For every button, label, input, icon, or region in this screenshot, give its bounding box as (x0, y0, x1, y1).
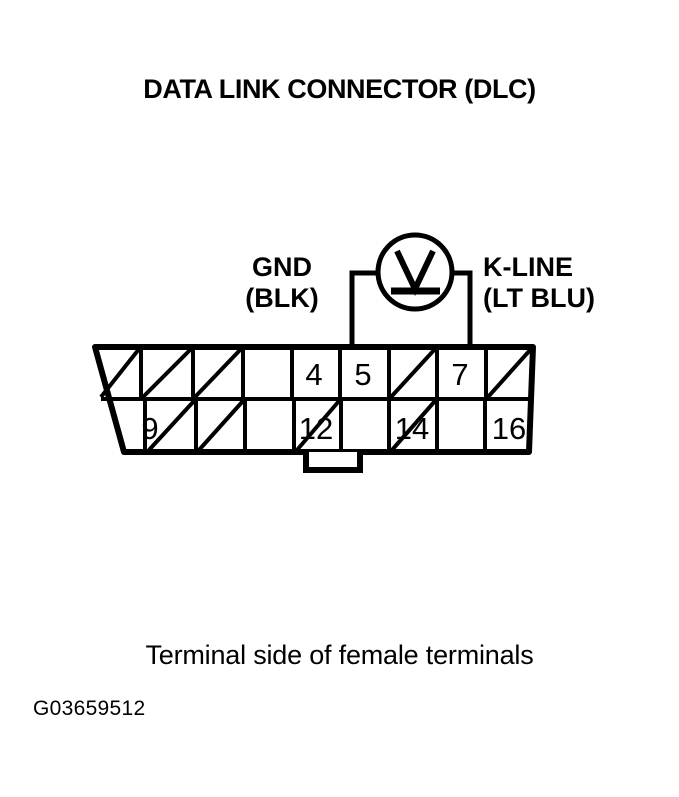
kline-test-lead (452, 270, 473, 350)
figure-id-code: G03659512 (33, 697, 146, 720)
pin-13-diagonal (295, 399, 341, 452)
pin-label-9: 9 (141, 411, 158, 446)
pin-6-diagonal (389, 347, 437, 399)
pin-label-14: 14 (395, 411, 429, 446)
pin-label-12: 12 (299, 411, 333, 446)
figure-caption: Terminal side of female terminals (145, 640, 534, 670)
gnd-test-lead (349, 270, 378, 350)
page-title: DATA LINK CONNECTOR (DLC) (143, 74, 536, 104)
voltmeter-symbol (375, 232, 455, 312)
connector-latch-tab (303, 452, 363, 473)
pin-10-diagonal (147, 399, 196, 452)
gnd-wire-label: GND (BLK) (232, 252, 332, 314)
top-row-unused-pin-diagonals (99, 347, 533, 399)
pin-1-diagonal (99, 347, 141, 399)
pin-8-diagonal (486, 347, 533, 399)
pin-label-4: 4 (305, 357, 322, 392)
pin-label-5: 5 (354, 357, 371, 392)
pin-label-7: 7 (451, 357, 468, 392)
pin-3-diagonal (193, 347, 243, 399)
pin-15-diagonal (390, 399, 437, 452)
gnd-label-line1: GND (252, 252, 312, 282)
pin-grid-lines (101, 347, 531, 452)
pin-2-diagonal (141, 347, 193, 399)
bottom-row-unused-pin-diagonals (147, 399, 437, 452)
gnd-label-line2: (BLK) (245, 283, 319, 313)
pin-11-diagonal (197, 399, 245, 452)
pin-label-16: 16 (492, 411, 526, 446)
test-lead-wires (349, 270, 473, 350)
pin-number-labels: 4 5 7 9 12 14 16 (141, 357, 526, 446)
kline-wire-label: K-LINE (LT BLU) (483, 252, 663, 314)
kline-label-line1: K-LINE (483, 252, 573, 282)
kline-label-line2: (LT BLU) (483, 283, 595, 313)
